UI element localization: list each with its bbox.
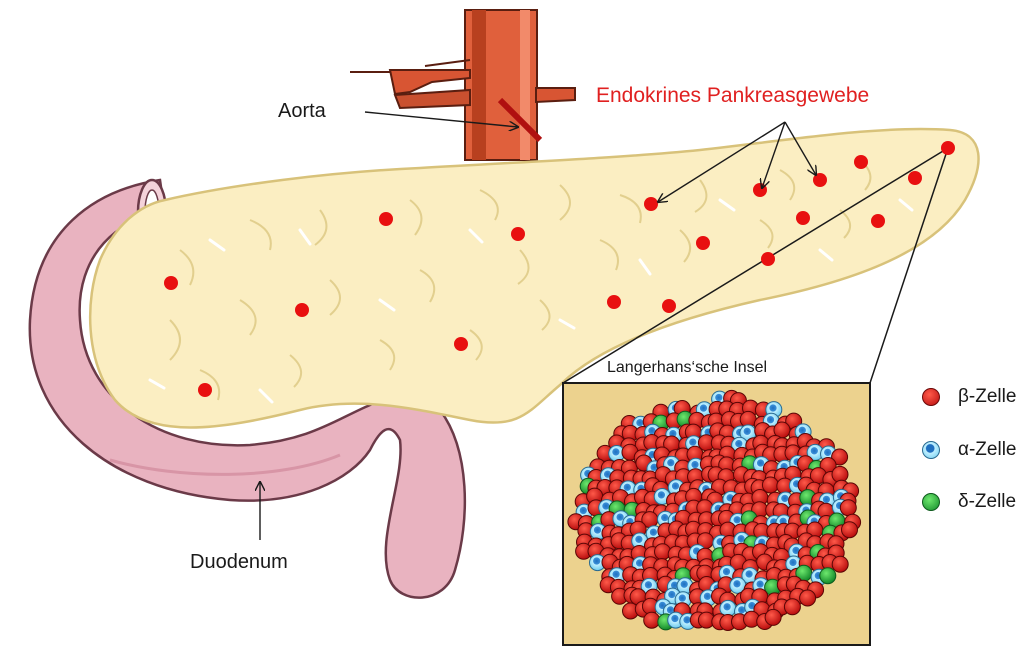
legend-alpha: α-Zelle — [922, 437, 1017, 463]
islet-dot — [871, 214, 885, 228]
beta-cell — [655, 544, 671, 560]
beta-cell-icon — [922, 388, 940, 406]
label-endocrine-tissue: Endokrines Pankreasgewebe — [596, 84, 869, 108]
label-islet: Langerhans‘sche Insel — [607, 359, 767, 377]
legend-beta-label: β-Zelle — [958, 386, 1016, 408]
legend-alpha-label: α-Zelle — [958, 439, 1017, 461]
islet-dot — [164, 276, 178, 290]
islet-dot — [607, 295, 621, 309]
islet-dot — [941, 141, 955, 155]
islet-dot — [761, 252, 775, 266]
islet-dot — [813, 173, 827, 187]
islet-dot — [696, 236, 710, 250]
aorta-vessel — [350, 10, 575, 160]
islet-dot — [644, 197, 658, 211]
beta-cell — [832, 556, 848, 572]
beta-cell — [784, 599, 800, 615]
islet-dot — [454, 337, 468, 351]
islet-dot — [198, 383, 212, 397]
islet-dot — [295, 303, 309, 317]
beta-cell — [644, 612, 660, 628]
beta-cell — [800, 590, 816, 606]
legend-delta: δ-Zelle — [922, 489, 1016, 515]
delta-cell — [820, 568, 836, 584]
islet-inset — [563, 383, 870, 645]
islet-dot — [511, 227, 525, 241]
islet-dot — [662, 299, 676, 313]
delta-cell-icon — [922, 493, 940, 511]
label-aorta: Aorta — [278, 100, 326, 123]
label-duodenum: Duodenum — [190, 551, 288, 574]
legend-beta: β-Zelle — [922, 384, 1016, 410]
legend-delta-label: δ-Zelle — [958, 491, 1016, 513]
islet-dot — [908, 171, 922, 185]
beta-cell — [842, 522, 858, 538]
islet-dot — [796, 211, 810, 225]
alpha-cell-icon — [922, 441, 940, 459]
islet-dot — [753, 183, 767, 197]
islet-dot — [854, 155, 868, 169]
islet-dot — [379, 212, 393, 226]
beta-cell — [840, 500, 856, 516]
beta-cell — [765, 609, 781, 625]
